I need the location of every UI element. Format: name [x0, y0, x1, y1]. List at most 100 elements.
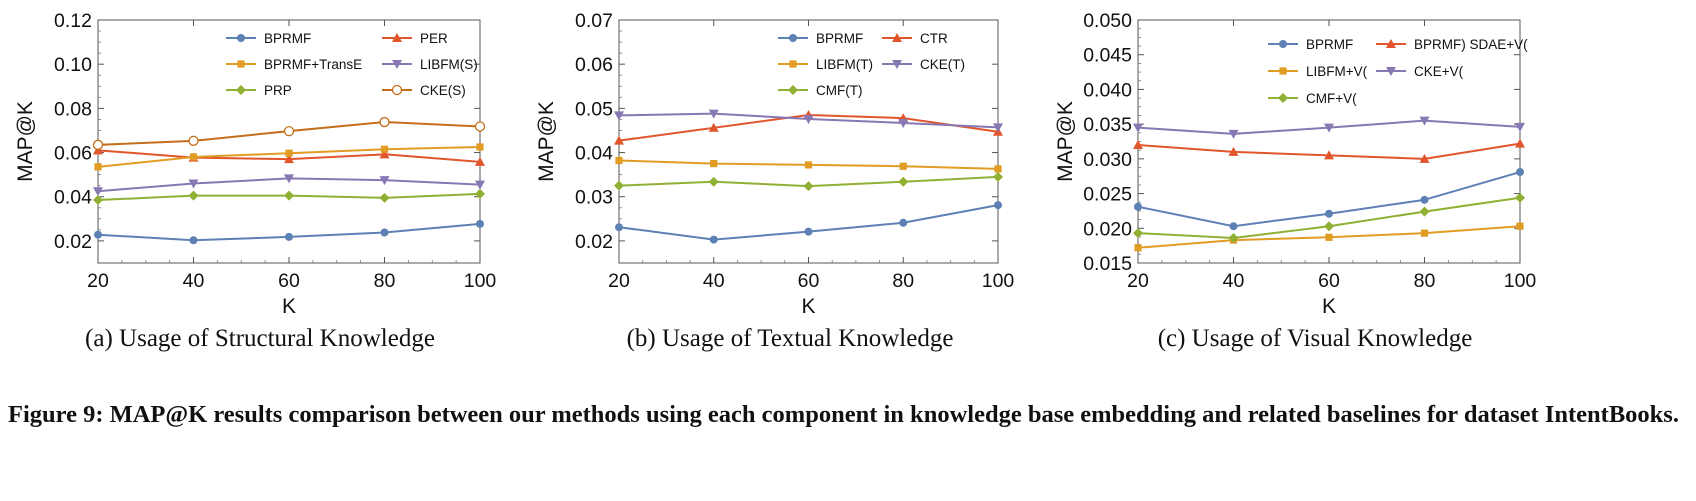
data-point	[1419, 206, 1430, 217]
y-tick-label: 0.050	[1083, 10, 1132, 32]
data-point	[476, 143, 484, 151]
data-point	[379, 116, 390, 128]
series-line	[1137, 171, 1521, 228]
data-point	[1134, 202, 1142, 211]
data-point	[284, 174, 294, 184]
series-group	[614, 171, 1003, 192]
data-point	[1228, 129, 1239, 139]
data-point	[1516, 168, 1524, 177]
chart-a-caption: (a) Usage of Structural Knowledge	[85, 325, 435, 352]
y-tick-label: 0.040	[1083, 79, 1132, 101]
data-point	[708, 109, 719, 119]
series-group	[94, 219, 484, 245]
data-point	[1419, 153, 1430, 163]
legend-marker	[1279, 40, 1287, 48]
legend-item: CMF(T)	[778, 83, 862, 98]
data-point	[1516, 222, 1524, 230]
series-group	[1133, 138, 1525, 163]
series-group	[93, 188, 485, 206]
legend-item: CMF+V(	[1268, 91, 1357, 106]
data-point	[1229, 222, 1238, 231]
legend-label: BPRMF+TransE	[264, 57, 362, 72]
data-point	[379, 176, 390, 186]
y-tick-label: 0.030	[1083, 149, 1132, 171]
data-point	[1324, 150, 1334, 160]
data-point	[1325, 209, 1333, 218]
x-tick-label: 100	[1504, 270, 1537, 292]
figure-caption: Figure 9: MAP@K results comparison betwe…	[8, 401, 1679, 428]
legend-marker	[788, 85, 798, 95]
legend-label: CKE+V(	[1414, 64, 1464, 79]
data-point	[1134, 244, 1142, 252]
y-tick-label: 0.12	[54, 10, 92, 32]
data-point	[93, 195, 103, 206]
x-tick-label: 20	[87, 270, 109, 292]
x-axis-title: K	[801, 295, 815, 318]
data-point	[804, 227, 813, 236]
legend-label: BPRMF	[264, 31, 311, 46]
legend-label: LIBFM+V(	[1306, 64, 1368, 79]
legend-label: BPRMF) SDAE+V(	[1414, 37, 1528, 52]
y-tick-label: 0.08	[54, 98, 92, 120]
data-point	[710, 159, 718, 168]
data-point	[1324, 123, 1334, 133]
legend-marker	[237, 34, 245, 42]
data-point	[1420, 229, 1429, 237]
series-group	[615, 201, 1002, 244]
data-point	[1324, 221, 1334, 232]
data-point	[475, 180, 485, 190]
y-tick-label: 0.04	[54, 187, 92, 209]
data-point	[188, 179, 199, 189]
legend-marker	[1386, 39, 1396, 48]
data-point	[1133, 228, 1143, 239]
series-group	[614, 109, 1003, 133]
series-group	[615, 156, 1002, 173]
data-point	[475, 156, 485, 166]
x-tick-label: 80	[1414, 270, 1436, 292]
data-point	[1325, 233, 1333, 241]
data-point	[474, 121, 486, 132]
legend-item: PRP	[226, 83, 292, 98]
x-tick-label: 40	[183, 270, 205, 292]
data-point	[189, 153, 198, 161]
chart-c-caption: (c) Usage of Visual Knowledge	[1157, 325, 1473, 352]
legend-label: BPRMF	[816, 31, 863, 46]
data-point	[615, 156, 623, 165]
data-point	[709, 235, 718, 244]
legend-item: BPRMF	[1268, 37, 1353, 52]
legend-label: PRP	[264, 83, 292, 98]
legend-marker	[391, 84, 403, 96]
series-group	[92, 116, 486, 150]
legend-label: CKE(S)	[420, 83, 466, 98]
x-tick-label: 60	[798, 270, 820, 292]
y-tick-label: 0.10	[54, 54, 92, 76]
data-point	[476, 219, 484, 228]
data-point	[615, 223, 623, 232]
data-point	[899, 218, 908, 227]
y-tick-label: 0.06	[54, 143, 92, 165]
legend-marker	[789, 60, 797, 68]
x-tick-label: 40	[703, 270, 725, 292]
data-point	[898, 118, 909, 128]
data-point	[993, 123, 1003, 133]
legend-marker	[237, 60, 245, 68]
data-point	[1419, 116, 1430, 126]
legend-label: CMF(T)	[816, 83, 862, 98]
x-tick-label: 100	[464, 270, 497, 292]
x-tick-label: 20	[1127, 270, 1149, 292]
data-point	[189, 236, 198, 245]
data-point	[379, 192, 390, 203]
x-tick-label: 40	[1223, 270, 1245, 292]
y-axis-title: MAP@K	[1054, 101, 1077, 182]
legend-marker	[1278, 93, 1288, 103]
legend-item: PER	[382, 31, 448, 46]
legend-item: BPRMF+TransE	[226, 57, 362, 72]
legend-item: CKE+V(	[1376, 64, 1464, 79]
legend-item: BPRMF) SDAE+V(	[1376, 37, 1528, 52]
series-group	[93, 174, 485, 197]
data-point	[1515, 138, 1525, 148]
data-point	[284, 190, 294, 201]
y-tick-label: 0.02	[54, 231, 92, 253]
data-point	[93, 187, 103, 197]
